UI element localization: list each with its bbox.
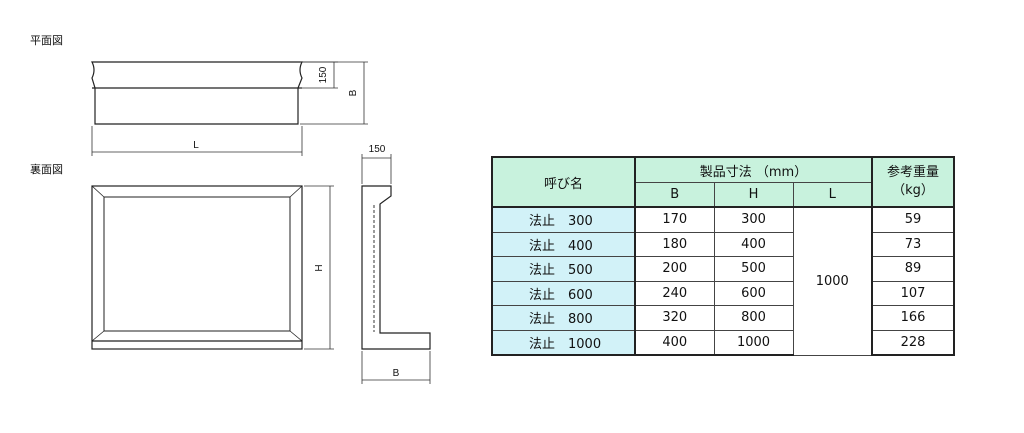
plan-depth-label: 150 [318, 66, 329, 83]
header-b: B [634, 182, 715, 208]
header-dims: 製品寸法 （mm） [634, 156, 873, 183]
row-name: 法止 400 [491, 231, 636, 257]
row-b: 180 [634, 231, 715, 257]
row-h: 300 [713, 206, 794, 233]
row-name: 法止 600 [491, 280, 636, 306]
row-name: 法止 300 [491, 206, 636, 233]
row-weight: 59 [871, 206, 956, 233]
row-name: 法止 1000 [491, 329, 636, 356]
table-row: 法止 300 170 300 1000 59 [491, 206, 956, 356]
header-name: 呼び名 [491, 156, 636, 208]
header-weight-unit: （kg） [892, 183, 934, 198]
plan-b-label: B [348, 89, 359, 96]
plan-view-title: 平面図 [30, 34, 63, 47]
row-name: 法止 500 [491, 256, 636, 282]
header-weight: 参考重量 （kg） [871, 156, 956, 208]
row-h: 600 [713, 280, 794, 306]
row-b: 400 [634, 329, 715, 356]
back-h-label: H [314, 264, 325, 271]
row-h: 400 [713, 231, 794, 257]
table-row: 法止 600 240 600 107 [491, 280, 956, 306]
side-top-label: 150 [369, 144, 386, 155]
row-weight: 107 [871, 280, 956, 306]
side-b-label: B [393, 368, 400, 379]
back-dimensions [304, 185, 334, 350]
side-dimensions [361, 154, 431, 384]
plan-l-label: L [193, 140, 199, 151]
back-view [91, 185, 303, 350]
row-name: 法止 800 [491, 305, 636, 331]
row-weight: 166 [871, 305, 956, 331]
header-h: H [713, 182, 794, 208]
plan-dimensions [91, 61, 368, 156]
l-value: 1000 [792, 206, 873, 356]
plan-view [91, 61, 303, 125]
table-row: 法止 800 320 800 166 [491, 305, 956, 331]
header-l: L [792, 182, 874, 208]
table-row: 法止 400 180 400 73 [491, 231, 956, 257]
row-b: 240 [634, 280, 715, 306]
table-row: 法止 500 200 500 89 [491, 256, 956, 282]
row-b: 320 [634, 305, 715, 331]
row-b: 200 [634, 256, 715, 282]
row-b: 170 [634, 206, 715, 233]
back-view-title: 裏面図 [30, 162, 63, 176]
row-h: 1000 [713, 329, 794, 356]
row-h: 800 [713, 305, 794, 331]
row-h: 500 [713, 256, 794, 282]
side-section [361, 185, 431, 350]
row-weight: 228 [871, 329, 956, 356]
spec-table: 呼び名 製品寸法 （mm） 参考重量 （kg） B H L 法止 300 170… [491, 156, 956, 356]
row-weight: 73 [871, 231, 956, 257]
header-weight-title: 参考重量 [887, 165, 940, 180]
table-row: 法止 1000 400 1000 228 [491, 329, 956, 356]
row-weight: 89 [871, 256, 956, 282]
